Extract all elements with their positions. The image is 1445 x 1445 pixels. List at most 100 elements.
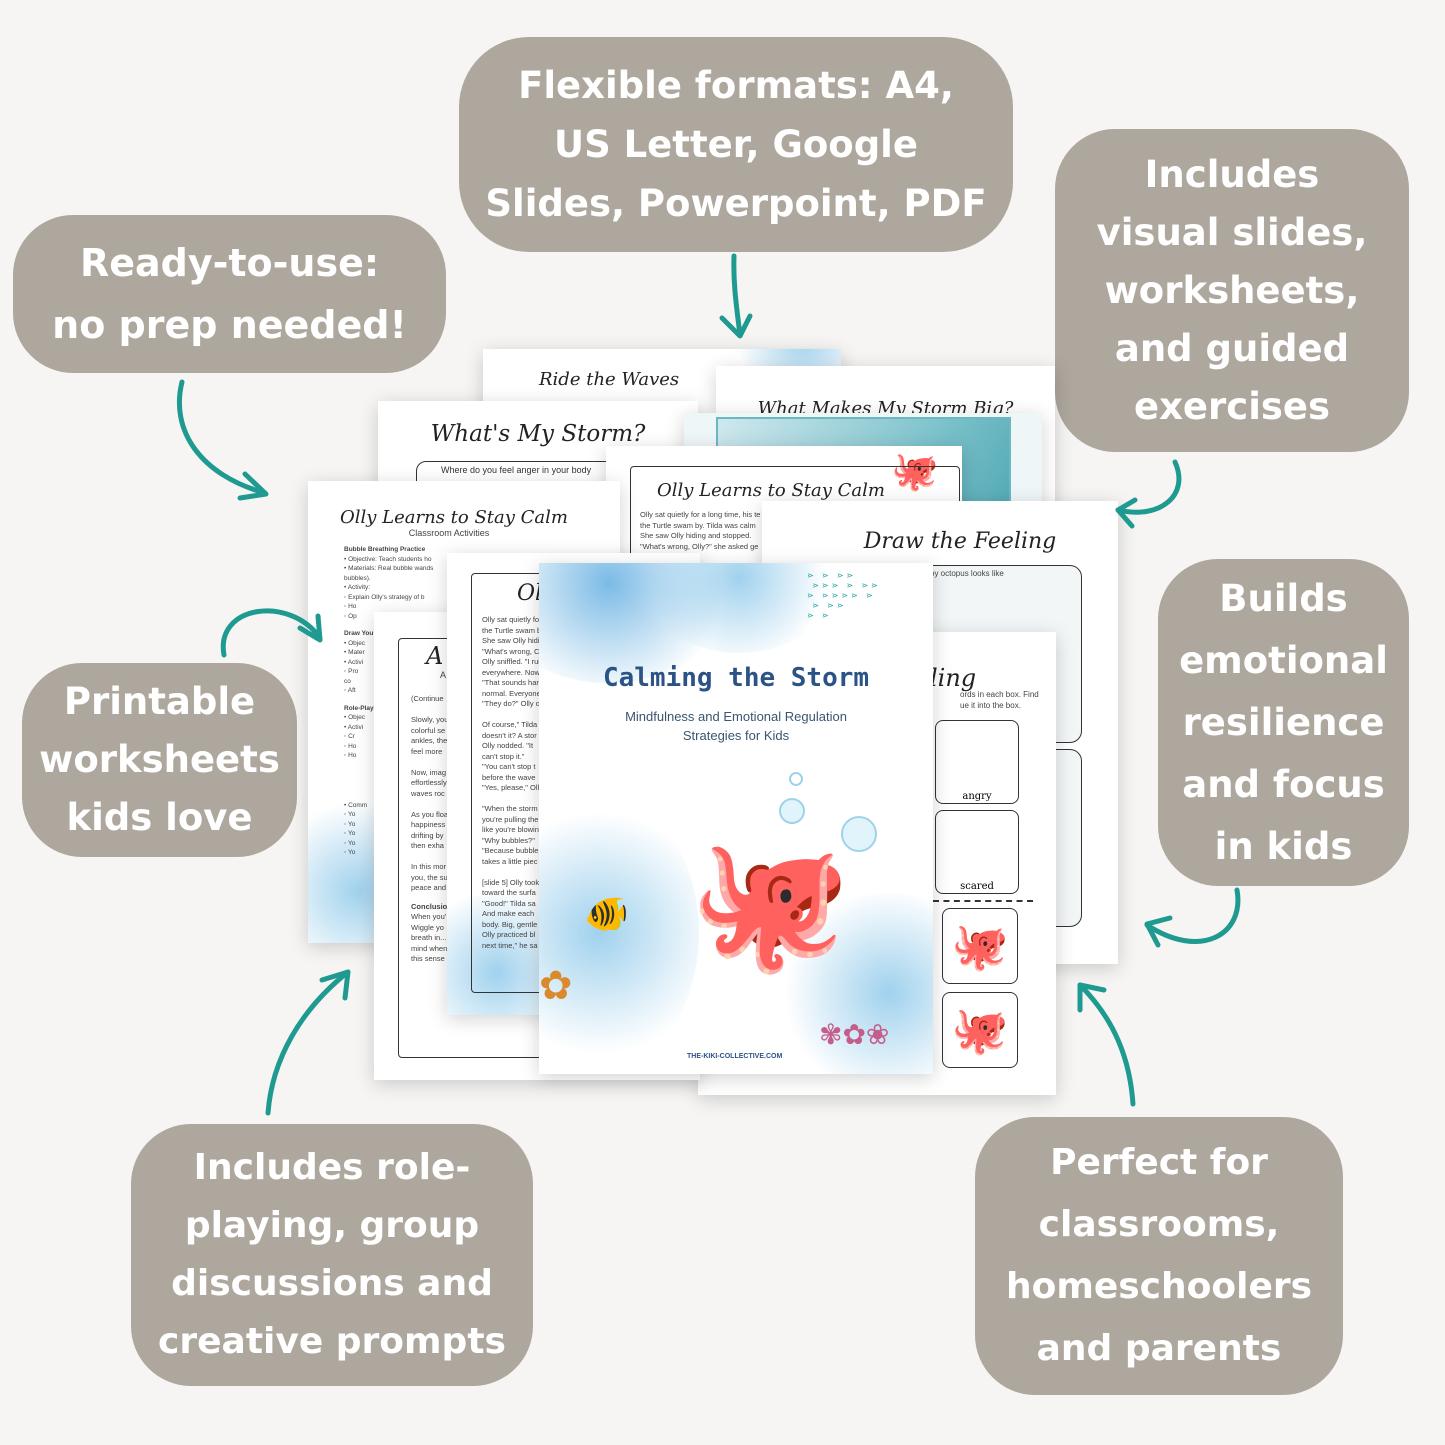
octopus-image: 🐙 bbox=[891, 451, 939, 493]
text-line: [slide 5] Olly took bbox=[482, 877, 540, 887]
callout-line: worksheets bbox=[39, 738, 280, 781]
callout-builds: Builds emotional resilience and focus in… bbox=[1158, 559, 1409, 886]
octopus-illustration: 🐙 bbox=[689, 830, 851, 976]
text-line: Of course," Tilda bbox=[482, 720, 538, 729]
bubbles-image bbox=[769, 768, 889, 868]
text-line: ◦ Yo bbox=[344, 839, 356, 847]
callout-line: resilience bbox=[1182, 700, 1385, 744]
page-subtitle: A bbox=[440, 670, 447, 680]
page-subtitle: Classroom Activities bbox=[408, 528, 490, 538]
text-line: ◦ Aft bbox=[344, 687, 356, 694]
text-line: ◦ Ho bbox=[344, 752, 357, 759]
text-line: ◦ Yo bbox=[344, 849, 356, 856]
text-line: "They do?" Olly c bbox=[482, 699, 540, 708]
callout-line: kids love bbox=[66, 796, 253, 839]
callout-includes-visual: Includes visual slides, worksheets, and … bbox=[1055, 129, 1409, 452]
callout-line: emotional bbox=[1179, 638, 1388, 682]
text-line: "Yes, please," Oll bbox=[482, 783, 540, 792]
text-line: this sense bbox=[411, 954, 445, 963]
text-line: Olly practiced bl bbox=[482, 930, 536, 939]
text-line: She saw Olly hidi bbox=[482, 636, 540, 645]
text-line: feel more bbox=[411, 746, 443, 756]
arrow-head bbox=[1144, 915, 1173, 948]
text-line: bubbles). bbox=[344, 574, 371, 582]
text-line: body. Big, gentle bbox=[482, 919, 538, 929]
callout-printable: Printable worksheets kids love bbox=[22, 663, 297, 857]
text-line: "That sounds har bbox=[482, 678, 539, 687]
text-line: • Materials: Real bubble wands bbox=[344, 565, 434, 572]
text-line: As you floa bbox=[411, 809, 449, 819]
arrow-head bbox=[319, 969, 351, 1001]
section-heading: Draw You bbox=[344, 630, 374, 637]
text-line: ◦ Cr bbox=[344, 733, 355, 740]
fish-school: ⋗ ⋗ ⋗⋗ ⋗⋗⋗ ⋗ ⋗⋗⋗ ⋗⋗⋗⋗ ⋗ ⋗ ⋗⋗⋗ ⋗ bbox=[807, 571, 881, 620]
text-line: Wiggle yo bbox=[411, 922, 444, 932]
cover-subtitle: Mindfulness and Emotional Regulation bbox=[625, 709, 847, 724]
callout-perfect: Perfect for classrooms, homeschoolers an… bbox=[975, 1117, 1343, 1395]
text-line: Olly sat quietly for a long time, his te bbox=[640, 510, 761, 519]
callout-line: in kids bbox=[1214, 824, 1353, 868]
text-line: ords in each box. Find bbox=[960, 690, 1039, 699]
text-line: "Good!" Tilda sa bbox=[482, 898, 536, 908]
text-line bbox=[411, 799, 452, 810]
text-line: When you' bbox=[411, 912, 447, 921]
callout-line: homeschoolers bbox=[1005, 1266, 1313, 1307]
text-line: And make each bbox=[482, 909, 535, 918]
text-line: can't stop it." bbox=[482, 751, 525, 761]
text-line: ◦ Ho bbox=[344, 742, 357, 750]
callout-line: Ready-to-use: bbox=[79, 241, 380, 285]
callout-line: Slides, Powerpoint, PDF bbox=[485, 182, 987, 225]
callout-line: playing, group bbox=[184, 1205, 480, 1246]
text-line: She saw Olly hiding and stopped. bbox=[640, 531, 752, 540]
text-line: doesn't it? A stor bbox=[482, 730, 537, 740]
text-line: co bbox=[344, 677, 351, 685]
coral-image: ✿ bbox=[539, 964, 573, 1008]
text-line: everywhere. Now bbox=[482, 667, 540, 677]
octopus-card: 🐙 bbox=[942, 992, 1018, 1068]
cover-page: ⋗ ⋗ ⋗⋗ ⋗⋗⋗ ⋗ ⋗⋗⋗ ⋗⋗⋗⋗ ⋗ ⋗ ⋗⋗⋗ ⋗ Calming … bbox=[539, 563, 933, 1074]
text-line: ◦ Op bbox=[344, 612, 357, 620]
callout-ready: Ready-to-use: no prep needed! bbox=[13, 215, 446, 373]
text-line bbox=[411, 705, 452, 716]
page-title: Ride the Waves bbox=[539, 369, 680, 390]
text-line: "What's wrong, Olly?" she asked ge bbox=[640, 541, 759, 551]
text-line: "What's wrong, C bbox=[482, 646, 540, 656]
feeling-label: scared bbox=[960, 881, 994, 892]
text-line bbox=[482, 867, 541, 878]
arrow-icon bbox=[176, 379, 268, 496]
arrow-icon bbox=[1077, 982, 1136, 1107]
callout-roleplay: Includes role- playing, group discussion… bbox=[131, 1124, 533, 1386]
text-line: ◦ Yo bbox=[344, 830, 356, 837]
page-prompt: py octopus looks like bbox=[930, 569, 1004, 578]
callout-line: Printable bbox=[63, 680, 256, 723]
callout-line: US Letter, Google bbox=[554, 123, 918, 166]
text-line bbox=[482, 794, 541, 805]
text-line: then exha bbox=[411, 841, 444, 850]
text-line: waves roc bbox=[411, 788, 445, 798]
page-title: Olly Learns to Stay Calm bbox=[657, 480, 885, 501]
text-line: ◦ Yo bbox=[344, 811, 356, 818]
text-line: • Comm bbox=[344, 801, 368, 809]
text-line: colorful se bbox=[411, 725, 446, 735]
cover-subtitle: Strategies for Kids bbox=[682, 728, 790, 743]
text-line bbox=[482, 710, 541, 721]
callout-line: visual slides, bbox=[1096, 210, 1368, 254]
text-line: "Why bubbles?" bbox=[482, 835, 535, 845]
arrow-icon bbox=[1115, 459, 1182, 515]
text-line bbox=[411, 757, 452, 768]
callout-line: exercises bbox=[1133, 384, 1331, 428]
clownfish-image: 🐠 bbox=[584, 893, 629, 934]
page-title: Draw the Feeling bbox=[863, 529, 1057, 554]
text-line: • Objec bbox=[344, 639, 366, 647]
callout-formats: Flexible formats: A4, US Letter, Google … bbox=[459, 37, 1013, 252]
text-line: ◦ Ho bbox=[344, 603, 357, 610]
arrow-head bbox=[1115, 497, 1138, 529]
text-line: the Turtle swam by. Tilda was calm bbox=[640, 520, 756, 530]
callout-line: Includes role- bbox=[193, 1147, 471, 1188]
callout-line: creative prompts bbox=[158, 1321, 506, 1362]
feeling-label: angry bbox=[962, 791, 992, 802]
text-line: ◦ Explain Olly's strategy of b bbox=[344, 593, 425, 601]
text-line: Slowly, you bbox=[411, 715, 449, 724]
page-title: What's My Storm? bbox=[430, 421, 646, 447]
callout-line: and focus bbox=[1182, 762, 1385, 806]
